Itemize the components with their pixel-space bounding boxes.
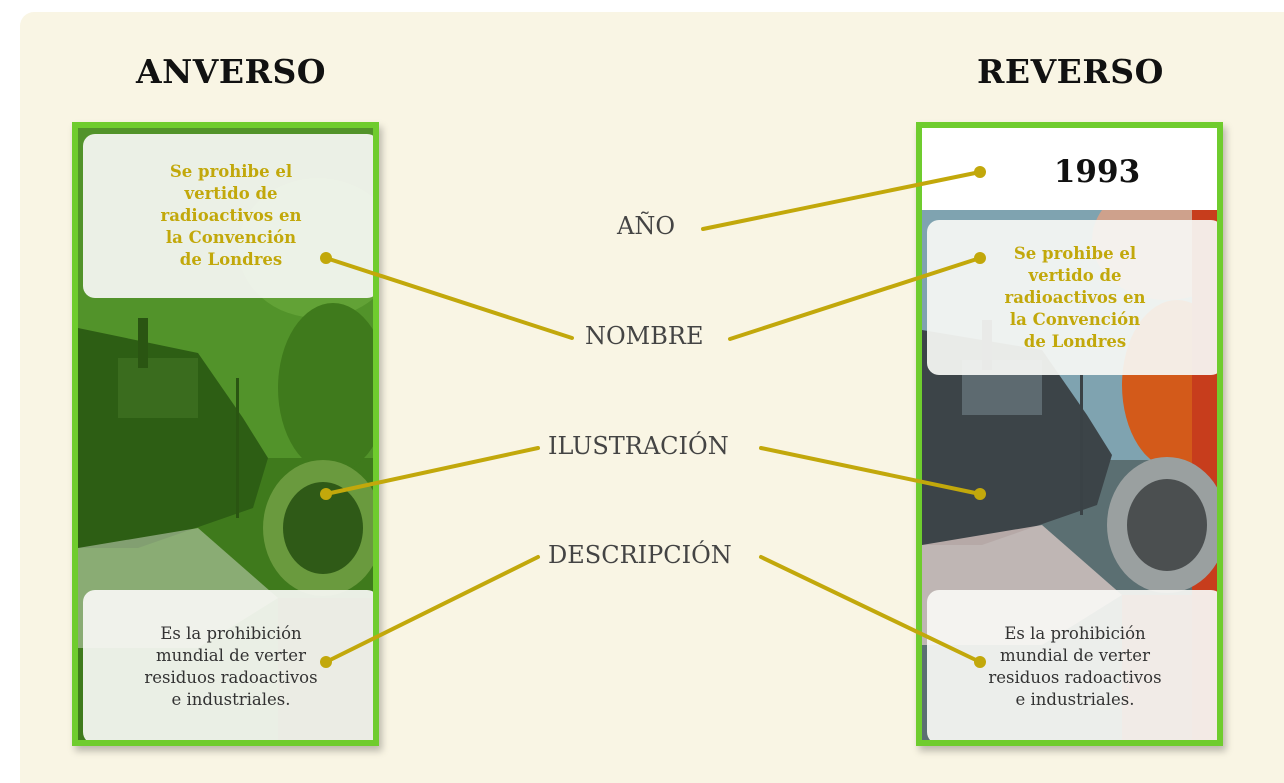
front-name-box: Se prohibe el vertido de radioactivos en… bbox=[83, 134, 373, 298]
front-suit bbox=[278, 303, 373, 473]
front-description-text: Es la prohibición mundial de verter resi… bbox=[144, 624, 318, 709]
dot-illustration-front bbox=[320, 488, 332, 500]
front-ship-mast bbox=[138, 318, 148, 368]
front-name-text: Se prohibe el vertido de radioactivos en… bbox=[160, 162, 302, 269]
dot-description-front bbox=[320, 656, 332, 668]
connector-illustration-back bbox=[759, 446, 982, 496]
front-card: Se prohibe el vertido de radioactivos en… bbox=[72, 122, 379, 746]
connector-description-front bbox=[324, 555, 540, 664]
connector-year bbox=[701, 170, 982, 231]
dot-description-back bbox=[974, 656, 986, 668]
back-card: 1993 Se prohibe el vertido de radioactiv… bbox=[916, 122, 1223, 746]
dot-illustration-back bbox=[974, 488, 986, 500]
back-name-text: Se prohibe el vertido de radioactivos en… bbox=[1004, 243, 1146, 351]
dot-name-front bbox=[320, 252, 332, 264]
label-description: DESCRIPCIÓN bbox=[548, 541, 732, 569]
connector-name-back bbox=[728, 256, 982, 341]
front-ship-crane bbox=[236, 378, 239, 518]
front-heading: ANVERSO bbox=[136, 52, 327, 91]
connector-description-back bbox=[759, 555, 982, 664]
label-illustration: ILUSTRACIÓN bbox=[548, 432, 729, 460]
back-ship-crane bbox=[1080, 375, 1083, 515]
dot-name-back bbox=[974, 252, 986, 264]
dot-year bbox=[974, 166, 986, 178]
front-ship-superstructure bbox=[118, 358, 198, 418]
back-name-box: Se prohibe el vertido de radioactivos en… bbox=[927, 220, 1217, 375]
label-year: AÑO bbox=[617, 212, 676, 240]
connector-name-front bbox=[324, 256, 574, 340]
year-box: 1993 bbox=[922, 128, 1217, 210]
back-description-text: Es la prohibición mundial de verter resi… bbox=[988, 624, 1162, 709]
label-name: NOMBRE bbox=[585, 322, 704, 350]
front-canister-face bbox=[283, 482, 363, 574]
connector-illustration-front bbox=[324, 446, 540, 496]
back-canister-face bbox=[1127, 479, 1207, 571]
back-heading: REVERSO bbox=[977, 52, 1164, 91]
year-value: 1993 bbox=[1053, 154, 1141, 190]
